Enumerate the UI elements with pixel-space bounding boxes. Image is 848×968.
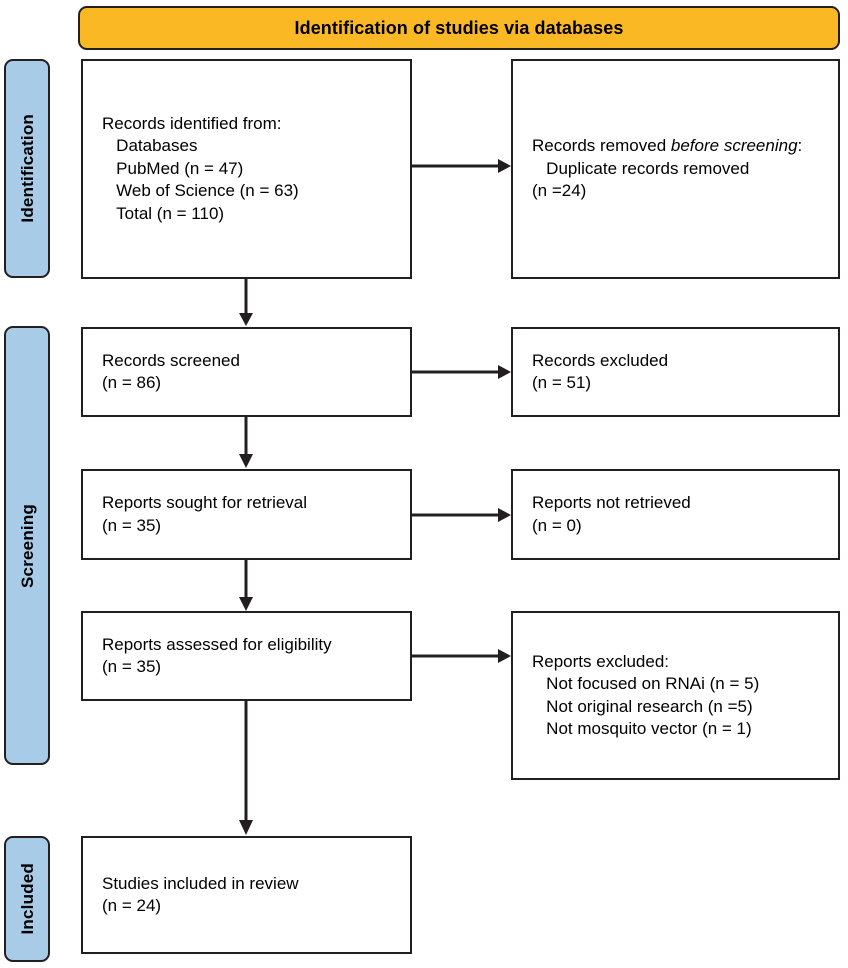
reports-not-retrieved-count: (n = 0) — [532, 515, 582, 535]
studies-included-count: (n = 24) — [102, 896, 162, 915]
box-records-removed: Records removed before screening: Duplic… — [511, 59, 840, 279]
phase-tab-screening: Screening — [4, 326, 50, 765]
reports-sought-count: (n = 35) — [102, 515, 162, 535]
box-studies-included: Studies included in review (n = 24) — [81, 836, 412, 954]
box-records-excluded: Records excluded (n = 51) — [511, 327, 840, 417]
phase-tab-screening-label: Screening — [17, 503, 37, 588]
phase-tab-identification: Identification — [4, 59, 50, 278]
box-reports-assessed-text: Reports assessed for eligibility (n = 35) — [102, 634, 332, 679]
records-removed-emphasis: before screening — [670, 136, 798, 156]
arrow-sought-to-assessed — [236, 560, 256, 612]
reports-assessed-title: Reports assessed for eligibility — [102, 634, 332, 654]
box-reports-assessed: Reports assessed for eligibility (n = 35) — [81, 611, 412, 701]
records-removed-lead: Records removed — [532, 136, 671, 156]
reports-excluded-reason-3: Not mosquito vector (n = 1) — [546, 718, 752, 738]
reports-assessed-count: (n = 35) — [102, 657, 162, 676]
records-screened-count: (n = 86) — [102, 373, 162, 392]
arrow-identified-to-screened — [236, 279, 256, 327]
arrow-screened-to-sought — [236, 417, 256, 469]
identification-banner: Identification of studies via databases — [78, 6, 840, 50]
box-records-removed-text: Records removed before screening: Duplic… — [532, 135, 802, 202]
reports-not-retrieved-title: Reports not retrieved — [532, 493, 691, 513]
box-reports-not-retrieved: Reports not retrieved(n = 0) — [511, 469, 840, 560]
arrow-identified-to-removed — [412, 156, 512, 176]
box-reports-excluded: Reports excluded: Not focused on RNAi (n… — [511, 611, 840, 780]
box-reports-not-retrieved-text: Reports not retrieved(n = 0) — [532, 492, 691, 537]
records-removed-count: (n =24) — [532, 181, 587, 201]
reports-excluded-reason-1: Not focused on RNAi (n = 5) — [546, 674, 760, 694]
box-reports-excluded-text: Reports excluded: Not focused on RNAi (n… — [532, 651, 759, 741]
records-identified-line1: Records identified from: — [102, 113, 282, 133]
box-records-screened-text: Records screened (n = 86) — [102, 350, 240, 395]
phase-tab-included: Included — [4, 836, 50, 962]
phase-tab-included-label: Included — [17, 863, 37, 935]
records-removed-colon: : — [797, 136, 803, 156]
arrow-sought-to-not-retrieved — [412, 505, 512, 525]
records-identified-line3: PubMed (n = 47) — [116, 158, 244, 178]
reports-excluded-title: Reports excluded: — [532, 651, 670, 671]
box-records-excluded-text: Records excluded (n = 51) — [532, 350, 668, 395]
phase-tab-identification-label: Identification — [17, 114, 37, 223]
box-reports-sought: Reports sought for retrieval(n = 35) — [81, 469, 412, 560]
box-records-screened: Records screened (n = 86) — [81, 327, 412, 417]
records-excluded-title: Records excluded — [532, 350, 669, 370]
records-excluded-count: (n = 51) — [532, 373, 592, 392]
arrow-screened-to-excluded — [412, 362, 512, 382]
studies-included-title: Studies included in review — [102, 873, 299, 893]
records-identified-line5: Total (n = 110) — [116, 203, 225, 223]
box-records-identified-text: Records identified from: Databases PubMe… — [102, 113, 299, 225]
box-studies-included-text: Studies included in review (n = 24) — [102, 873, 299, 918]
reports-sought-title: Reports sought for retrieval — [102, 493, 308, 513]
records-identified-line2: Databases — [116, 136, 198, 156]
records-screened-title: Records screened — [102, 350, 240, 370]
box-reports-sought-text: Reports sought for retrieval(n = 35) — [102, 492, 307, 537]
box-records-identified: Records identified from: Databases PubMe… — [81, 59, 412, 279]
arrow-assessed-to-included — [236, 701, 256, 836]
banner-title: Identification of studies via databases — [294, 17, 624, 38]
records-removed-detail: Duplicate records removed — [546, 158, 750, 178]
arrow-assessed-to-excluded — [412, 646, 512, 666]
reports-excluded-reason-2: Not original research (n =5) — [546, 696, 753, 716]
records-identified-line4: Web of Science (n = 63) — [116, 181, 299, 201]
